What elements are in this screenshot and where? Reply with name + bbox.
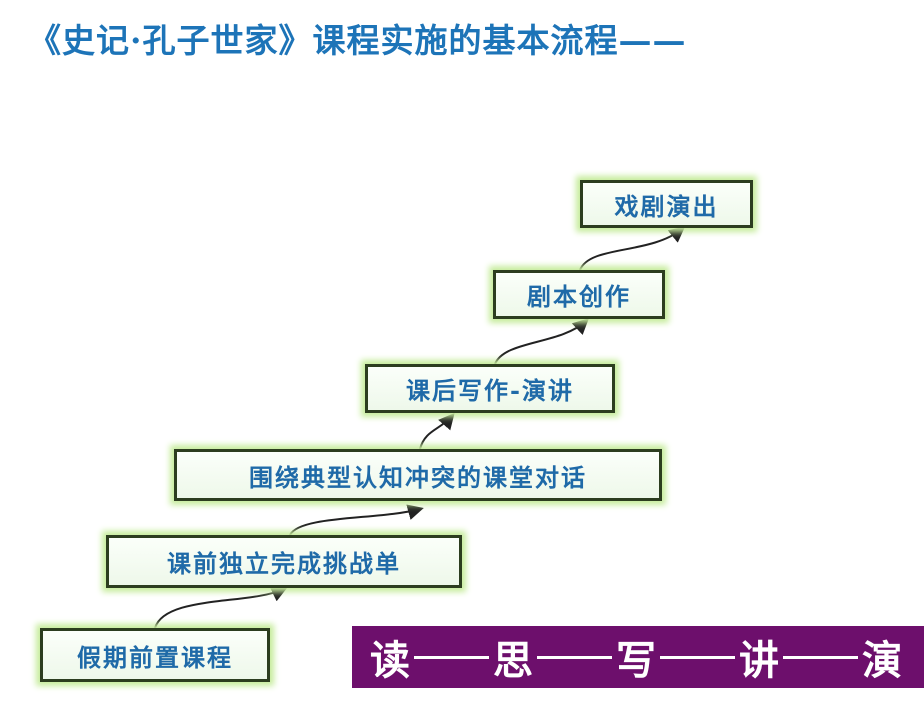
step-holiday-course: 假期前置课程 bbox=[40, 628, 270, 682]
dash bbox=[537, 655, 612, 659]
step-challenge-sheet: 课前独立完成挑战单 bbox=[106, 535, 462, 588]
arrow-2 bbox=[289, 504, 424, 536]
summary-read: 读 bbox=[370, 638, 410, 684]
dash bbox=[414, 655, 489, 659]
summary-think: 思 bbox=[493, 638, 533, 684]
page-title: 《史记·孔子世家》课程实施的基本流程—— bbox=[28, 21, 687, 60]
arrow-3 bbox=[419, 412, 455, 450]
arrow-4 bbox=[494, 318, 589, 365]
arrow-1 bbox=[154, 586, 288, 629]
step-classroom-dialogue: 围绕典型认知冲突的课堂对话 bbox=[174, 449, 662, 501]
step-writing-speech: 课后写作-演讲 bbox=[365, 364, 615, 413]
arrow-5 bbox=[579, 226, 686, 271]
step-script-writing: 剧本创作 bbox=[493, 270, 665, 319]
summary-perform: 演 bbox=[862, 638, 902, 684]
summary-bar: 读 思 写 讲 演 bbox=[352, 626, 924, 688]
summary-write: 写 bbox=[616, 638, 656, 684]
dash bbox=[660, 655, 735, 659]
dash bbox=[783, 655, 858, 659]
step-drama-performance: 戏剧演出 bbox=[580, 180, 753, 228]
summary-speak: 讲 bbox=[739, 638, 779, 684]
